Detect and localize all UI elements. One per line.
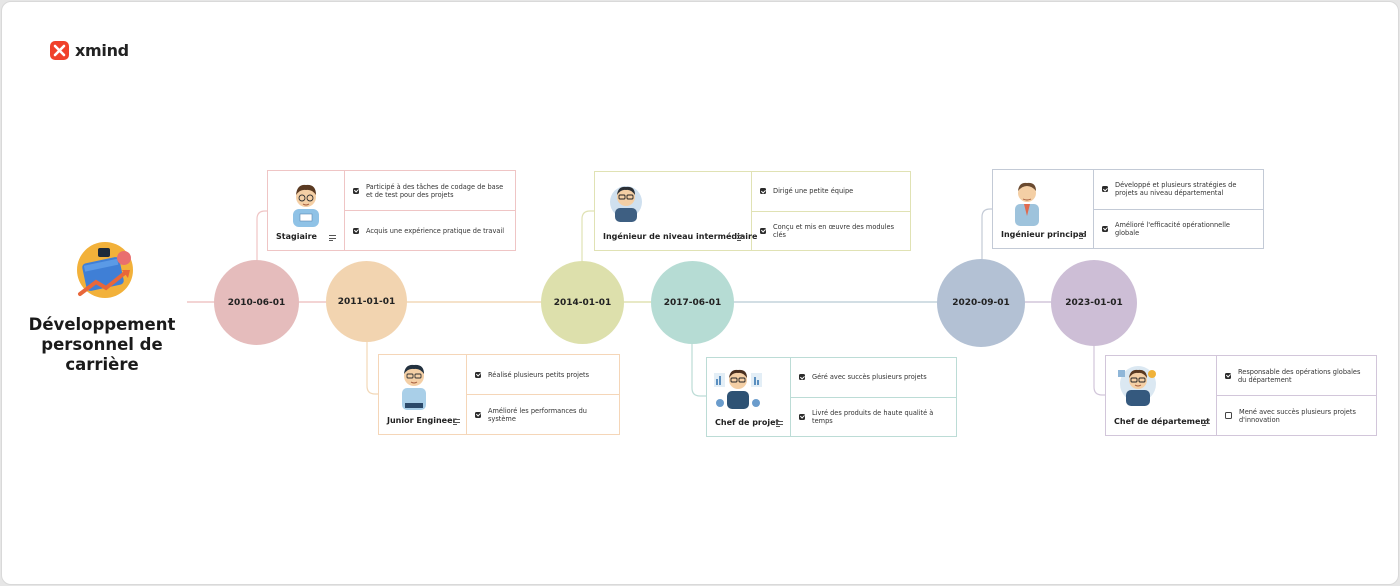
department-head-avatar-icon xyxy=(1118,366,1156,406)
role-title: Ingénieur de niveau intermédiaire xyxy=(603,232,758,241)
checkbox-checked-icon[interactable] xyxy=(353,187,359,194)
milestone-2023-01-01[interactable]: 2023-01-01 xyxy=(1051,260,1137,346)
role-title: Ingénieur principal xyxy=(1001,230,1087,239)
role-cell[interactable]: Ingénieur de niveau intermédiaire xyxy=(595,172,757,250)
checkbox-checked-icon[interactable] xyxy=(1102,225,1108,232)
role-card-stagiaire[interactable]: Stagiaire Participé à des tâches de coda… xyxy=(267,170,516,251)
task-text: Dirigé une petite équipe xyxy=(773,187,854,196)
xmind-logo: xmind xyxy=(50,41,129,60)
task-item[interactable]: Conçu et mis en œuvre des modules clés xyxy=(752,210,910,251)
milestone-date: 2014-01-01 xyxy=(553,297,612,308)
task-item[interactable]: Amélioré les performances du système xyxy=(467,394,619,434)
checkbox-checked-icon[interactable] xyxy=(1225,372,1231,379)
task-text: Mené avec succès plusieurs projets d'inn… xyxy=(1239,407,1356,424)
notes-icon[interactable] xyxy=(776,421,783,427)
milestone-date: 2011-01-01 xyxy=(337,296,396,307)
task-item[interactable]: Réalisé plusieurs petits projets xyxy=(467,355,619,394)
milestone-2017-06-01[interactable]: 2017-06-01 xyxy=(651,261,734,344)
milestone-2011-01-01[interactable]: 2011-01-01 xyxy=(326,261,407,342)
role-cell[interactable]: Stagiaire xyxy=(268,171,345,250)
task-item[interactable]: Participé à des tâches de codage de base… xyxy=(345,171,515,210)
notes-icon[interactable] xyxy=(329,235,336,241)
role-cell[interactable]: Ingénieur principal xyxy=(993,170,1094,248)
milestone-2010-06-01[interactable]: 2010-06-01 xyxy=(214,260,299,345)
task-text: Réalisé plusieurs petits projets xyxy=(488,370,590,379)
task-text: Participé à des tâches de codage de base… xyxy=(366,182,504,199)
role-title: Stagiaire xyxy=(276,232,317,241)
task-text: Développé et plusieurs stratégies de pro… xyxy=(1115,181,1237,198)
junior-engineer-avatar-icon xyxy=(402,364,426,410)
task-item[interactable]: Développé et plusieurs stratégies de pro… xyxy=(1094,170,1263,209)
checkbox-checked-icon[interactable] xyxy=(799,413,805,420)
task-item[interactable]: Mené avec succès plusieurs projets d'inn… xyxy=(1217,395,1376,435)
role-cell[interactable]: Junior Engineer xyxy=(379,355,467,434)
notes-icon[interactable] xyxy=(1202,420,1209,426)
task-item[interactable]: Amélioré l'efficacité opérationnelle glo… xyxy=(1094,208,1263,249)
mid-level-engineer-avatar-icon xyxy=(610,186,642,222)
role-card-chef-de-projet[interactable]: Chef de projet Géré avec succès plusieur… xyxy=(706,357,957,437)
milestone-2014-01-01[interactable]: 2014-01-01 xyxy=(541,261,624,344)
brand-name: xmind xyxy=(75,41,129,60)
project-manager-avatar-icon xyxy=(714,369,762,409)
role-cell[interactable]: Chef de projet xyxy=(707,358,791,436)
notes-icon[interactable] xyxy=(737,235,744,241)
role-title: Chef de département xyxy=(1114,417,1210,426)
role-card-junior-engineer[interactable]: Junior Engineer Réalisé plusieurs petits… xyxy=(378,354,620,435)
xmind-logo-icon xyxy=(50,41,69,60)
milestone-date: 2020-09-01 xyxy=(952,298,1010,308)
task-text: Amélioré l'efficacité opérationnelle glo… xyxy=(1115,220,1230,237)
task-text: Conçu et mis en œuvre des modules clés xyxy=(773,222,895,239)
milestone-date: 2023-01-01 xyxy=(1065,298,1123,308)
role-card-ingenieur-principal[interactable]: Ingénieur principal Développé et plusieu… xyxy=(992,169,1264,249)
role-cell[interactable]: Chef de département xyxy=(1106,356,1217,435)
task-text: Géré avec succès plusieurs projets xyxy=(812,373,927,382)
task-text: Responsable des opérations globales du d… xyxy=(1238,367,1361,384)
role-title: Junior Engineer xyxy=(387,416,457,425)
task-text: Acquis une expérience pratique de travai… xyxy=(366,226,505,235)
checkbox-checked-icon[interactable] xyxy=(799,374,805,381)
task-text: Amélioré les performances du système xyxy=(488,406,587,423)
milestone-2020-09-01[interactable]: 2020-09-01 xyxy=(937,259,1025,347)
task-item[interactable]: Dirigé une petite équipe xyxy=(752,172,910,211)
milestone-date: 2017-06-01 xyxy=(663,297,722,308)
principal-engineer-avatar-icon xyxy=(1015,182,1039,226)
notes-icon[interactable] xyxy=(1079,233,1086,239)
role-title: Chef de projet xyxy=(715,418,780,427)
task-item[interactable]: Acquis une expérience pratique de travai… xyxy=(345,210,515,250)
checkbox-checked-icon[interactable] xyxy=(475,411,481,418)
checkbox-checked-icon[interactable] xyxy=(475,371,481,378)
role-card-chef-de-departement[interactable]: Chef de département Responsable des opér… xyxy=(1105,355,1377,436)
milestone-date: 2010-06-01 xyxy=(227,297,286,308)
career-briefcase-icon xyxy=(77,242,133,298)
notes-icon[interactable] xyxy=(453,419,460,425)
task-item[interactable]: Livré des produits de haute qualité à te… xyxy=(791,396,956,437)
central-topic[interactable]: Développement personnel de carrière xyxy=(28,315,176,374)
checkbox-checked-icon[interactable] xyxy=(760,188,766,195)
task-text: Livré des produits de haute qualité à te… xyxy=(812,408,934,425)
task-item[interactable]: Responsable des opérations globales du d… xyxy=(1217,356,1376,395)
task-item[interactable]: Géré avec succès plusieurs projets xyxy=(791,358,956,397)
checkbox-unchecked-icon[interactable] xyxy=(1225,412,1232,419)
intern-avatar-icon xyxy=(293,184,319,227)
checkbox-checked-icon[interactable] xyxy=(353,227,359,234)
checkbox-checked-icon[interactable] xyxy=(1102,186,1108,193)
role-card-ingenieur-intermediaire[interactable]: Ingénieur de niveau intermédiaire Dirigé… xyxy=(594,171,911,251)
checkbox-checked-icon[interactable] xyxy=(760,227,766,234)
